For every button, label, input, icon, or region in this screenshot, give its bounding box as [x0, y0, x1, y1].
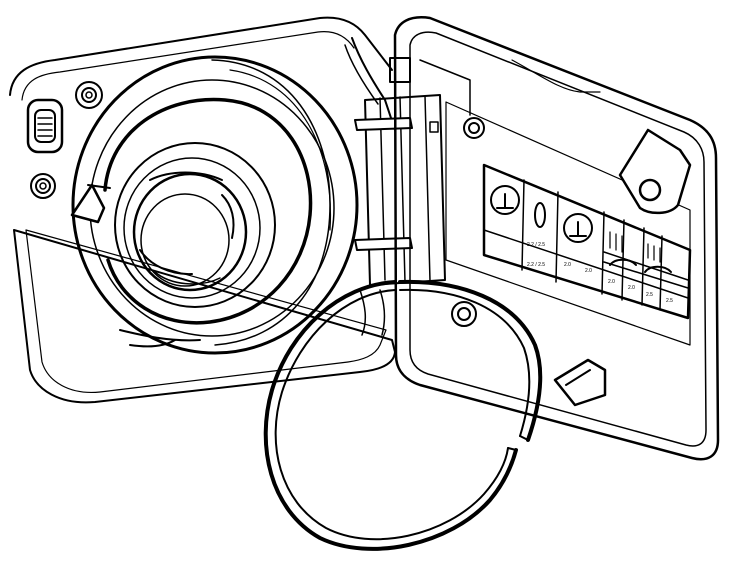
label-value: 2.0 — [628, 285, 635, 291]
label-value: 2.5 — [666, 298, 673, 304]
fuel-door — [393, 16, 720, 461]
label-value: 2.5 — [646, 292, 653, 298]
label-value: 2.0 — [585, 268, 592, 274]
mounting-bolt-bottom-left — [30, 173, 56, 199]
gauge-icon — [563, 213, 593, 243]
hinge-assembly — [344, 37, 446, 336]
body-panel — [9, 16, 396, 404]
label-value: 2.2 / 2.5 — [527, 262, 545, 268]
label-value: 2.2 / 2.5 — [527, 242, 545, 248]
tire-pressure-label: 2.2 / 2.5 2.2 / 2.5 2.0 2.0 2.0 2.0 2.5 … — [482, 163, 692, 320]
latch-fitting — [26, 98, 64, 154]
car-icon — [609, 258, 672, 273]
seal-ring — [263, 279, 543, 551]
tire-icon — [534, 202, 546, 228]
mounting-bolt-top-left — [75, 81, 103, 109]
filler-neck — [70, 55, 359, 355]
gauge-icon — [490, 185, 520, 215]
label-value: 2.0 — [564, 262, 571, 268]
label-value: 2.0 — [608, 279, 615, 285]
